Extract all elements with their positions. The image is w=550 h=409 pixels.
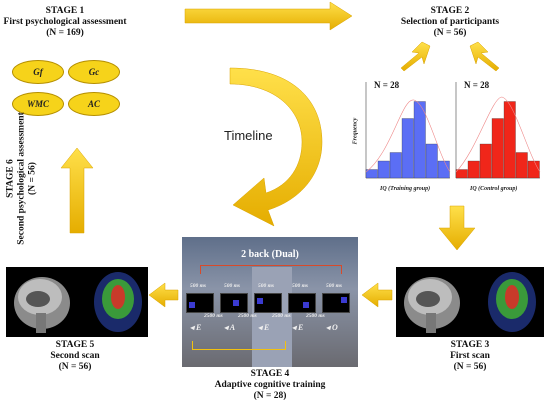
audio-letter: ◂ A xyxy=(224,323,236,332)
control-curve xyxy=(455,96,541,173)
stage6-title: STAGE 6 xyxy=(5,159,16,198)
control-bar xyxy=(479,143,492,179)
ability-ac: AC xyxy=(68,92,120,116)
duration-top-label: 500 ms xyxy=(292,283,309,289)
stage2-label: STAGE 2 Selection of participants (N = 5… xyxy=(370,6,530,39)
stimulus-square xyxy=(189,302,195,308)
ability-wmc-label: WMC xyxy=(26,99,49,109)
training-bars xyxy=(365,101,450,179)
stage1-title: STAGE 1 xyxy=(45,6,85,16)
duration-top-label: 500 ms xyxy=(224,283,241,289)
training-bar xyxy=(401,118,414,179)
nback-top-bracket xyxy=(200,265,342,274)
duration-bottom-label: 2500 ms xyxy=(272,313,291,319)
training-bar xyxy=(425,143,438,179)
second-scan-image xyxy=(6,267,148,337)
stage5-title: STAGE 5 xyxy=(55,340,95,350)
arrow-stage4-to-stage5 xyxy=(148,282,179,308)
stage5-label: STAGE 5 Second scan (N = 56) xyxy=(20,340,130,373)
histogram-panel: N = 28 N = 28 IQ (Training group) IQ (Co… xyxy=(352,72,542,204)
training-xlabel: IQ (Training group) xyxy=(380,186,431,192)
stage1-subtitle: First psychological assessment xyxy=(3,17,127,27)
control-bar xyxy=(467,160,480,179)
stage6-n: (N = 56) xyxy=(27,162,38,195)
control-bar xyxy=(491,118,504,179)
arrow-stage3-to-stage4 xyxy=(361,282,393,308)
timeline-arrow xyxy=(229,67,323,227)
stage1-label: STAGE 1 First psychological assessment (… xyxy=(0,6,130,39)
audio-letter: ◂ E xyxy=(258,323,270,332)
stage5-n: (N = 56) xyxy=(58,362,92,372)
ability-gf-label: Gf xyxy=(33,67,43,77)
control-xlabel: IQ (Control group) xyxy=(470,186,518,192)
training-bar xyxy=(437,160,450,179)
stage2-title: STAGE 2 xyxy=(430,6,470,16)
ability-ac-label: AC xyxy=(87,99,100,109)
stage3-label: STAGE 3 First scan (N = 56) xyxy=(415,340,525,373)
duration-bottom-label: 2500 ms xyxy=(238,313,257,319)
arrow-stage1-to-stage2 xyxy=(184,1,353,31)
stage2-subtitle: Selection of participants xyxy=(400,17,500,27)
ability-wmc: WMC xyxy=(12,92,64,116)
door-frame xyxy=(252,267,292,367)
stage1-n: (N = 169) xyxy=(46,28,84,38)
control-bar xyxy=(455,169,468,179)
stage5-subtitle: Second scan xyxy=(50,351,100,361)
stimulus-screen xyxy=(322,293,350,313)
training-bar xyxy=(389,152,402,179)
stimulus-screen xyxy=(186,293,214,313)
stage3-n: (N = 56) xyxy=(453,362,487,372)
duration-bottom-label: 2500 ms xyxy=(204,313,223,319)
stage2-n: (N = 56) xyxy=(433,28,467,38)
nback-title: 2 back (Dual) xyxy=(241,249,299,260)
nback-bottom-bracket xyxy=(192,341,286,350)
training-n: N = 28 xyxy=(374,80,400,90)
stimulus-screen xyxy=(288,293,316,313)
stage4-title: STAGE 4 xyxy=(250,369,290,379)
timeline-label: Timeline xyxy=(224,128,273,143)
training-bar xyxy=(365,169,378,179)
arrow-split-left xyxy=(400,41,431,72)
duration-top-label: 500 ms xyxy=(258,283,275,289)
control-bar xyxy=(527,160,540,179)
first-scan-image xyxy=(396,267,544,337)
duration-top-label: 500 ms xyxy=(190,283,207,289)
stage3-title: STAGE 3 xyxy=(450,340,490,350)
stimulus-screen xyxy=(254,293,282,313)
control-bar xyxy=(515,152,528,179)
stage4-n: (N = 28) xyxy=(253,391,287,401)
control-bars xyxy=(455,101,540,179)
ability-gf: Gf xyxy=(12,60,64,84)
histogram-svg xyxy=(365,82,541,179)
duration-bottom-label: 2500 ms xyxy=(306,313,325,319)
control-n: N = 28 xyxy=(464,80,490,90)
audio-letter: ◂ O xyxy=(326,323,338,332)
stimulus-square xyxy=(257,298,263,304)
audio-letter: ◂ E xyxy=(190,323,202,332)
stimulus-square xyxy=(233,300,239,306)
audio-letter: ◂ E xyxy=(292,323,304,332)
frequency-ylabel: Frequency xyxy=(352,117,359,145)
stage3-subtitle: First scan xyxy=(450,351,490,361)
stimulus-square xyxy=(303,302,309,308)
ability-gc: Gc xyxy=(68,60,120,84)
stage4-label: STAGE 4 Adaptive cognitive training (N =… xyxy=(180,369,360,402)
stimulus-square xyxy=(341,297,347,303)
training-curve xyxy=(365,99,451,173)
stage4-subtitle: Adaptive cognitive training xyxy=(214,380,326,390)
duration-top-label: 500 ms xyxy=(326,283,343,289)
control-bar xyxy=(503,101,516,179)
arrow-stage5-to-stage6 xyxy=(60,147,94,234)
training-bar xyxy=(413,101,426,179)
stimulus-screen xyxy=(220,293,248,313)
training-bar xyxy=(377,160,390,179)
ability-gc-label: Gc xyxy=(88,67,100,77)
stage6-subtitle: Second psychological assessment xyxy=(16,112,27,245)
arrow-stage2-to-stage3 xyxy=(438,205,476,251)
arrow-split-right xyxy=(469,41,500,72)
stage6-label: STAGE 6 Second psychological assessment … xyxy=(6,99,39,259)
